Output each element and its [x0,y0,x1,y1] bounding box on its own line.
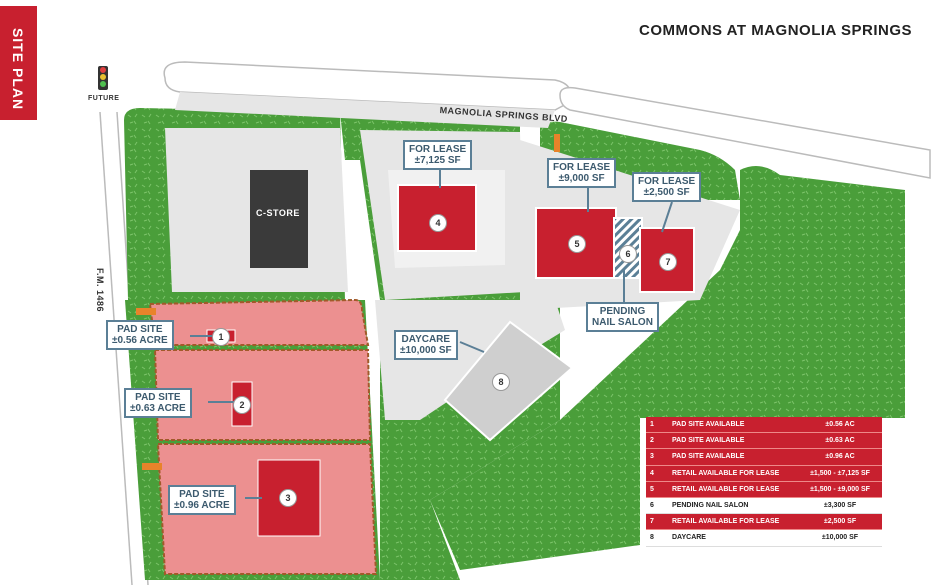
callout-building-6: PENDING NAIL SALON [586,302,659,332]
legend-size: ±1,500 - ±9,000 SF [798,481,882,498]
marker-8: 8 [492,373,510,391]
callout-8-line-1: DAYCARE [401,334,451,345]
marker-6: 6 [619,245,637,263]
callout-7-line-1: FOR LEASE [638,176,696,187]
cstore-building [250,170,308,268]
legend-label: PAD SITE AVAILABLE [668,448,798,466]
future-label: FUTURE [88,95,120,102]
callout-building-4: FOR LEASE ±7,125 SF [403,140,473,170]
pad-site-2-area [153,349,372,441]
site-plan-tab: SITE PLAN [0,6,37,120]
callout-pad-site-2: PAD SITE ±0.63 ACRE [124,388,192,418]
callout-2-line-1: PAD SITE [135,392,181,403]
callout-2-line-2: ±0.63 ACRE [130,403,186,414]
legend-label: RETAIL AVAILABLE FOR LEASE [668,465,798,482]
callout-4-line-2: ±7,125 SF [414,155,461,166]
callout-5-line-1: FOR LEASE [553,162,611,173]
legend-label: PAD SITE AVAILABLE [668,432,798,450]
callout-pad-site-1: PAD SITE ±0.56 ACRE [106,320,174,350]
legend-label: RETAIL AVAILABLE FOR LEASE [668,513,798,531]
legend-size: ±0.63 AC [798,432,882,450]
legend-size: ±1,500 - ±7,125 SF [798,465,882,482]
callout-pad-site-3: PAD SITE ±0.96 ACRE [168,485,236,515]
marker-7: 7 [659,253,677,271]
legend-size: ±2,500 SF [798,513,882,531]
legend-number: 3 [646,448,668,466]
legend-number: 5 [646,481,668,498]
legend-label: PAD SITE AVAILABLE [668,417,798,434]
legend-label: DAYCARE [668,529,798,547]
green-area-east [430,166,905,570]
legend-size: ±0.56 AC [798,417,882,434]
callout-5-line-2: ±9,000 SF [558,173,605,184]
pad-site-1-area [148,298,370,346]
callout-8-line-2: ±10,000 SF [400,345,452,356]
callout-6-line-2: NAIL SALON [592,317,653,328]
callout-1-line-1: PAD SITE [117,324,163,335]
marker-2: 2 [233,396,251,414]
callout-building-8: DAYCARE ±10,000 SF [394,330,458,360]
legend-number: 6 [646,497,668,515]
marker-3: 3 [279,489,297,507]
legend-size: ±3,300 SF [798,497,882,515]
legend-label: PENDING NAIL SALON [668,497,798,515]
sign-west [136,308,156,315]
page-title: COMMONS AT MAGNOLIA SPRINGS [639,22,912,39]
legend-size: ±10,000 SF [798,529,882,547]
highway-label: F.M. 1486 [95,268,105,313]
sign-southwest [142,463,162,470]
callout-building-7: FOR LEASE ±2,500 SF [632,172,702,202]
callout-4-line-1: FOR LEASE [409,144,467,155]
marker-5: 5 [568,235,586,253]
legend-number: 4 [646,465,668,482]
legend-size: ±0.96 AC [798,448,882,466]
callout-3-line-1: PAD SITE [179,489,225,500]
marker-1: 1 [212,328,230,346]
legend-number: 1 [646,417,668,434]
marker-4: 4 [429,214,447,232]
legend-number: 2 [646,432,668,450]
legend-label: RETAIL AVAILABLE FOR LEASE [668,481,798,498]
callout-building-5: FOR LEASE ±9,000 SF [547,158,617,188]
legend-number: 8 [646,529,668,547]
legend-number: 7 [646,513,668,531]
traffic-signal-icon [98,66,108,90]
cstore-label: C-STORE [256,208,300,218]
callout-3-line-2: ±0.96 ACRE [174,500,230,511]
callout-6-line-1: PENDING [599,306,646,317]
callout-7-line-2: ±2,500 SF [643,187,690,198]
callout-1-line-2: ±0.56 ACRE [112,335,168,346]
sign-ne [554,134,560,152]
